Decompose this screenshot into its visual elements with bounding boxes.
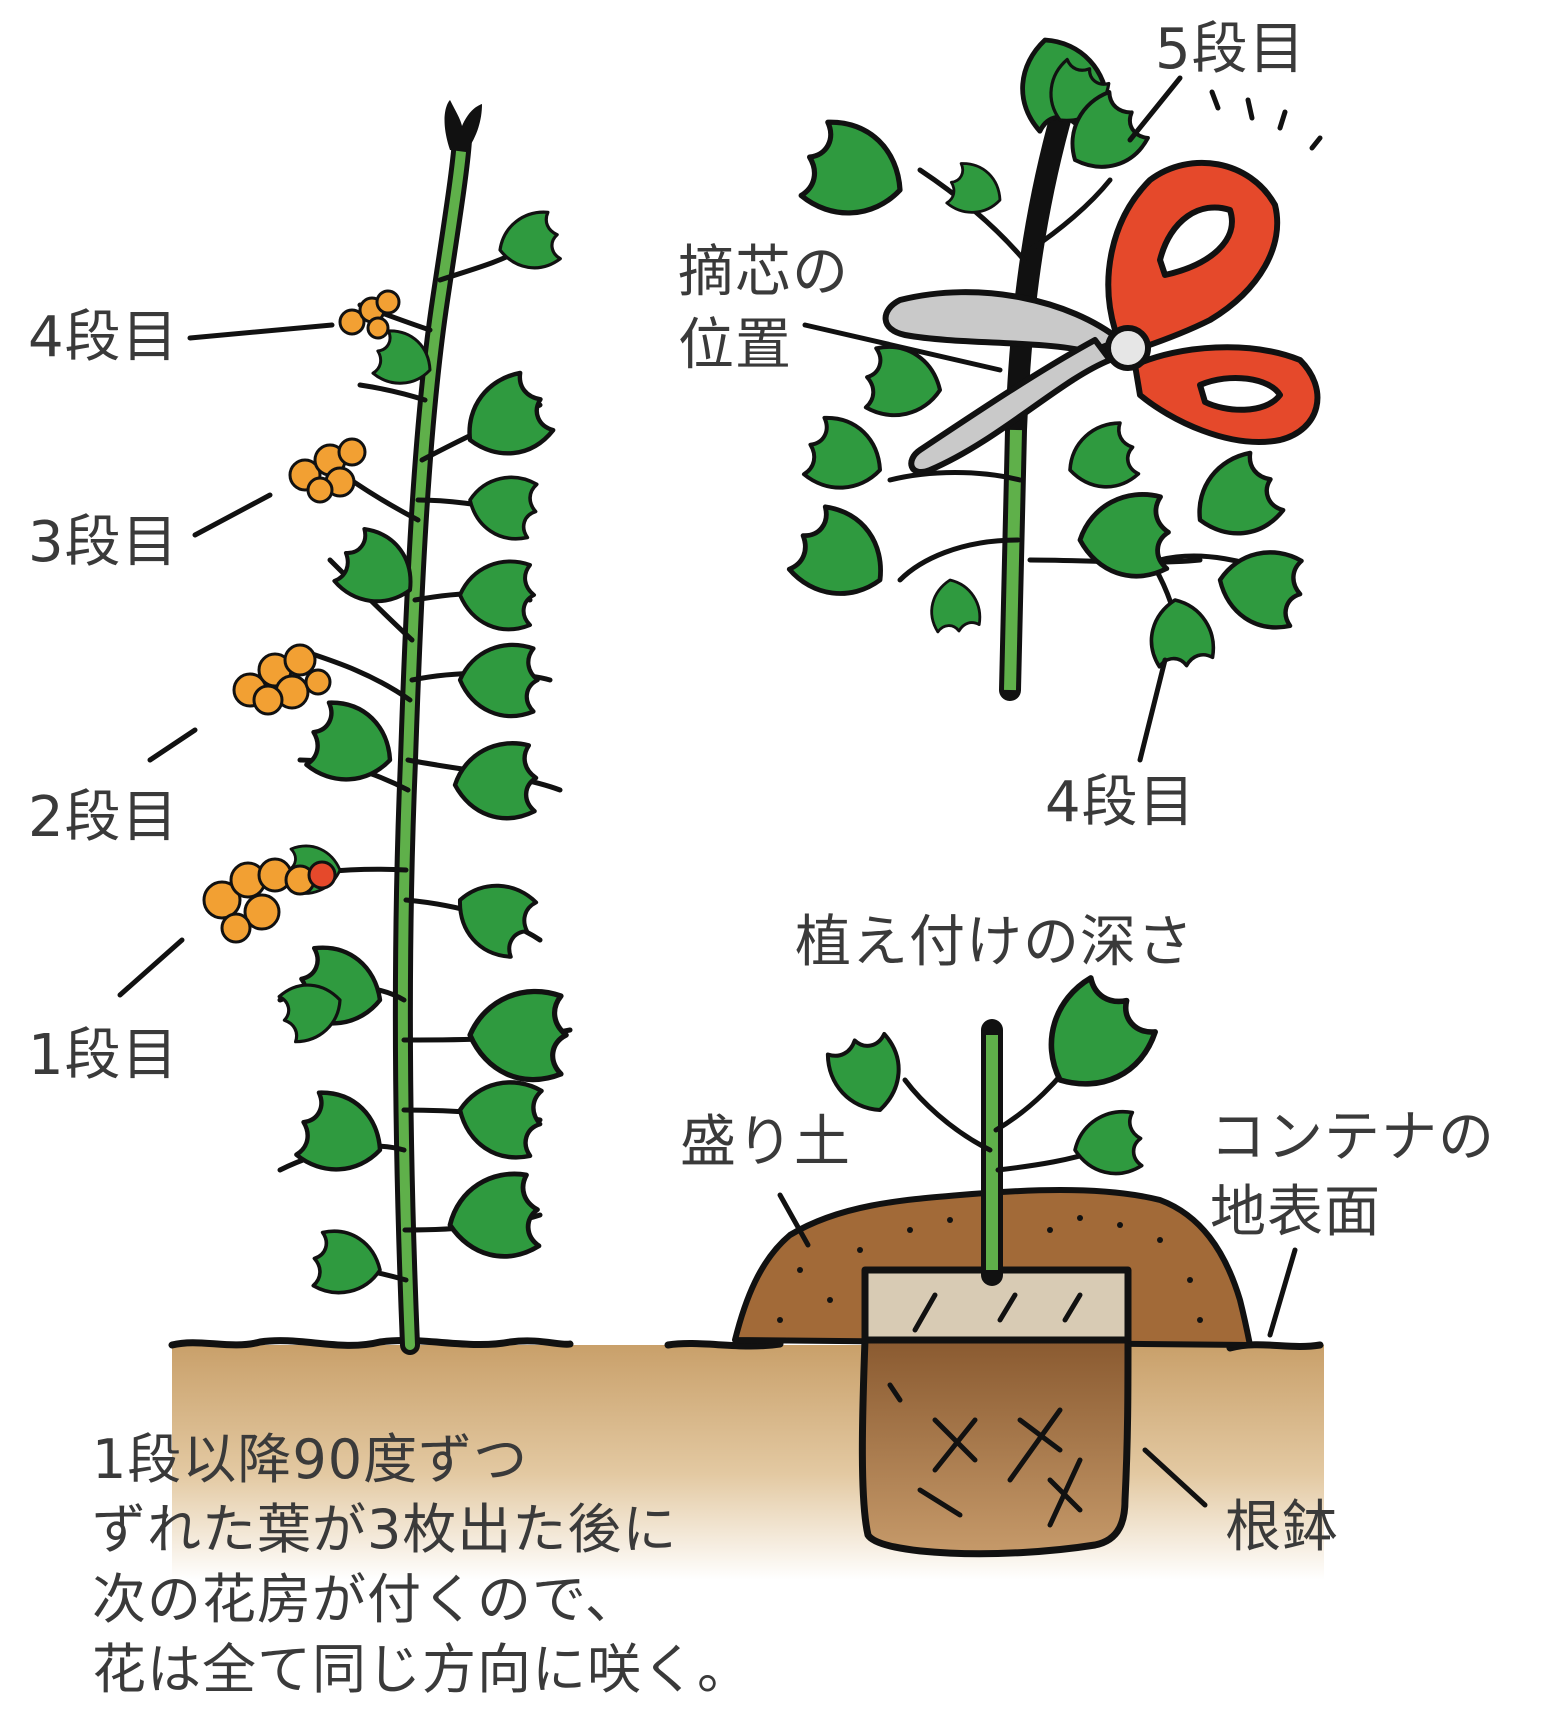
label-root-ball: 根鉢 [1225, 1500, 1339, 1556]
label-container-surface-line1: コンテナの [1210, 1110, 1495, 1166]
root-ball-area [862, 1340, 1128, 1554]
label-tier-2: 2段目 [28, 790, 179, 846]
flower-cluster-2 [234, 645, 330, 714]
explanatory-note: 1段以降90度ずつ ずれた葉が3枚出た後に 次の花房が付くので、 花は全て同じ方… [92, 1425, 752, 1705]
label-tier-3: 3段目 [28, 515, 179, 571]
note-line-3: 次の花房が付くので、 [92, 1565, 752, 1635]
label-container-surface-line2: 地表面 [1210, 1185, 1381, 1241]
pinching-illustration [783, 26, 1320, 760]
label-tier-1: 1段目 [28, 1028, 179, 1084]
label-tier-5: 5段目 [1155, 22, 1306, 78]
note-line-2: ずれた葉が3枚出た後に [92, 1495, 752, 1565]
label-pinch-point-line1: 摘芯の [678, 245, 849, 301]
note-line-4: 花は全て同じ方向に咲く。 [92, 1635, 752, 1705]
note-line-1: 1段以降90度ずつ [92, 1425, 752, 1495]
left-tomato-plant [120, 100, 570, 1345]
label-mounded-soil: 盛り土 [680, 1115, 851, 1171]
growing-tip [445, 100, 482, 152]
flower-cluster-3 [290, 439, 365, 502]
label-pinch-point-line2: 位置 [678, 318, 792, 374]
label-tier-4-left: 4段目 [28, 310, 179, 366]
label-tier-4-right: 4段目 [1045, 775, 1196, 831]
flower-cluster-1 [204, 859, 335, 942]
label-planting-depth: 植え付けの深さ [795, 915, 1194, 971]
